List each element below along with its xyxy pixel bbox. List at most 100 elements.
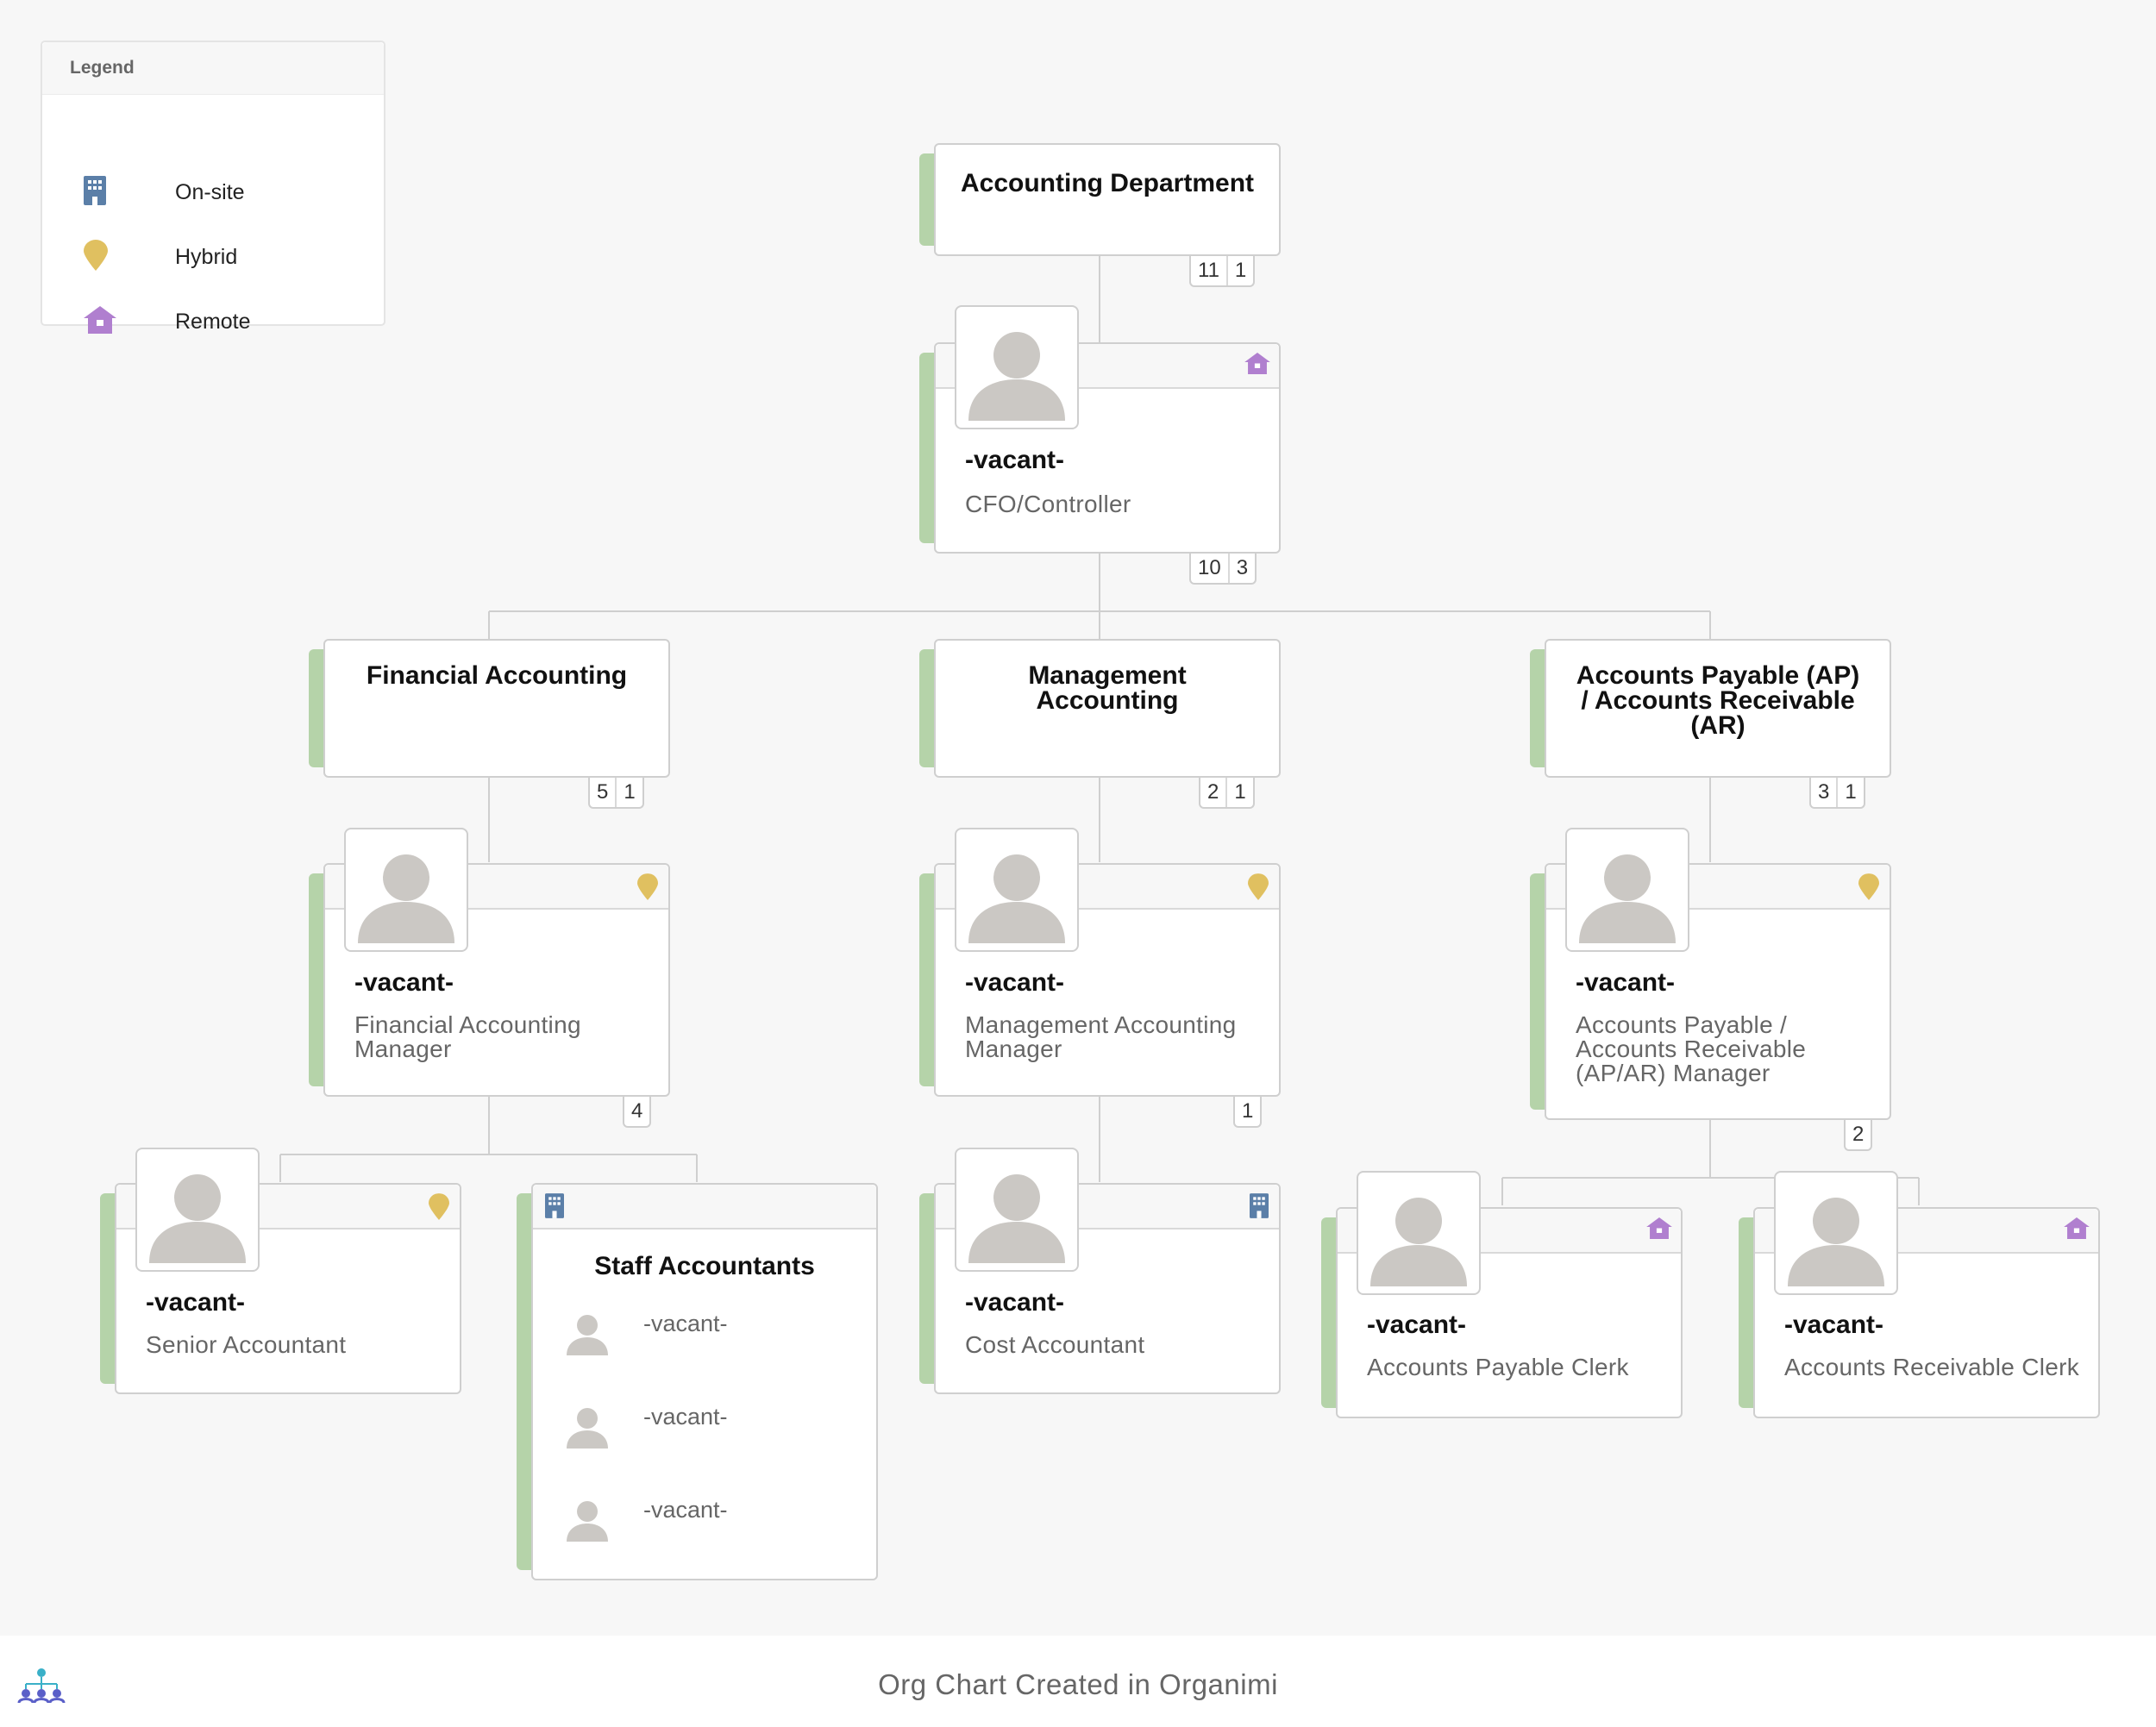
group-member[interactable]: -vacant- — [564, 1311, 728, 1360]
position-title: Management Accounting Manager — [965, 1011, 1237, 1062]
dept-title: Accounting Department — [960, 169, 1255, 197]
person-name: -vacant- — [1784, 1311, 1884, 1339]
map-pin-icon — [429, 1193, 449, 1224]
position-title: Financial Accounting Manager — [354, 1011, 581, 1062]
member-name: -vacant- — [643, 1497, 728, 1523]
legend-label-onsite: On-site — [175, 179, 245, 204]
count-badge[interactable]: 2 — [1844, 1120, 1873, 1151]
count-total: 11 — [1198, 259, 1219, 282]
dept-color-bar — [919, 649, 934, 767]
count-total: 1 — [1242, 1099, 1254, 1123]
dept-card-ap-ar[interactable]: Accounts Payable (AP) / Accounts Receiva… — [1530, 639, 1891, 778]
house-icon — [84, 305, 116, 338]
dept-color-bar — [1530, 649, 1545, 767]
member-name: -vacant- — [643, 1311, 728, 1336]
map-pin-icon — [1858, 873, 1879, 904]
count-total: 10 — [1198, 556, 1221, 579]
count-direct: 1 — [615, 778, 642, 807]
count-direct: 1 — [1225, 778, 1252, 807]
map-pin-icon — [637, 873, 658, 904]
person-name: -vacant- — [354, 968, 454, 997]
position-title: Accounts Payable / Accounts Receivable (… — [1576, 1011, 1807, 1086]
house-icon — [1646, 1217, 1672, 1243]
group-member[interactable]: -vacant- — [564, 1404, 728, 1453]
person-name: -vacant- — [1576, 968, 1676, 997]
avatar — [1774, 1171, 1898, 1295]
position-title: CFO/Controller — [965, 491, 1131, 517]
person-icon — [564, 1315, 611, 1359]
legend-title: Legend — [42, 42, 384, 95]
count-direct: 1 — [1836, 778, 1863, 807]
dept-title: Financial Accounting — [366, 661, 628, 690]
position-title: Accounts Receivable Clerk — [1784, 1354, 2080, 1380]
count-direct: 3 — [1227, 554, 1255, 583]
person-icon — [564, 1501, 611, 1545]
position-title: Accounts Payable Clerk — [1367, 1354, 1629, 1380]
house-icon — [1244, 353, 1270, 379]
group-member[interactable]: -vacant- — [564, 1497, 728, 1546]
avatar — [344, 828, 468, 952]
count-total: 3 — [1818, 780, 1830, 804]
dept-title: Management Accounting — [1028, 661, 1187, 715]
position-color-bar — [1739, 1217, 1753, 1408]
dept-card-management-accounting[interactable]: Management Accounting — [919, 639, 1281, 778]
dept-card-accounting[interactable]: Accounting Department — [919, 143, 1281, 256]
position-color-bar — [1321, 1217, 1336, 1408]
avatar — [1357, 1171, 1481, 1295]
dept-title: Accounts Payable (AP) / Accounts Receiva… — [1576, 661, 1860, 740]
count-badge[interactable]: 4 — [623, 1097, 652, 1128]
legend-item-hybrid: Hybrid — [84, 238, 237, 276]
position-color-bar — [309, 873, 323, 1086]
position-group-staff-accountants[interactable]: Staff Accountants -vacant- -vacant- -vac… — [517, 1183, 878, 1580]
person-name: -vacant- — [965, 446, 1065, 474]
map-pin-icon — [84, 239, 108, 275]
count-badge[interactable]: 10 3 — [1189, 554, 1257, 585]
avatar — [1565, 828, 1689, 952]
map-pin-icon — [1248, 873, 1269, 904]
position-color-bar — [100, 1193, 115, 1384]
legend-panel: Legend On-site Hybrid Remote — [41, 41, 385, 334]
person-name: -vacant- — [965, 1288, 1065, 1317]
member-name: -vacant- — [643, 1404, 728, 1430]
card-header — [533, 1185, 876, 1230]
legend-item-remote: Remote — [84, 303, 251, 341]
legend-label-remote: Remote — [175, 309, 251, 334]
dept-color-bar — [309, 649, 323, 767]
position-color-bar — [919, 1193, 934, 1384]
position-card-cost-accountant[interactable]: -vacant- Cost Accountant — [919, 1183, 1281, 1394]
person-name: -vacant- — [1367, 1311, 1467, 1339]
avatar — [955, 1148, 1079, 1272]
legend-label-hybrid: Hybrid — [175, 244, 238, 269]
position-title: Senior Accountant — [146, 1331, 347, 1358]
avatar — [955, 828, 1079, 952]
count-badge[interactable]: 1 — [1233, 1097, 1263, 1128]
avatar — [135, 1148, 260, 1272]
position-title: Cost Accountant — [965, 1331, 1145, 1358]
legend-item-onsite: On-site — [84, 173, 245, 211]
position-color-bar — [1530, 873, 1545, 1110]
count-total: 2 — [1852, 1123, 1865, 1146]
group-title: Staff Accountants — [594, 1252, 815, 1280]
footer: Org Chart Created in Organimi — [0, 1636, 2156, 1727]
person-icon — [564, 1408, 611, 1452]
count-total: 4 — [631, 1099, 643, 1123]
footer-credit: Org Chart Created in Organimi — [878, 1668, 1278, 1700]
count-direct: 1 — [1225, 256, 1253, 285]
house-icon — [2064, 1217, 2090, 1243]
dept-color-bar — [919, 153, 934, 246]
building-icon — [84, 175, 106, 210]
person-name: -vacant- — [146, 1288, 246, 1317]
building-icon — [545, 1193, 564, 1223]
organimi-logo-icon[interactable] — [16, 1665, 67, 1707]
building-icon — [1250, 1193, 1269, 1223]
avatar — [955, 305, 1079, 429]
dept-card-financial-accounting[interactable]: Financial Accounting — [309, 639, 670, 778]
position-color-bar — [517, 1193, 531, 1570]
position-color-bar — [919, 873, 934, 1086]
